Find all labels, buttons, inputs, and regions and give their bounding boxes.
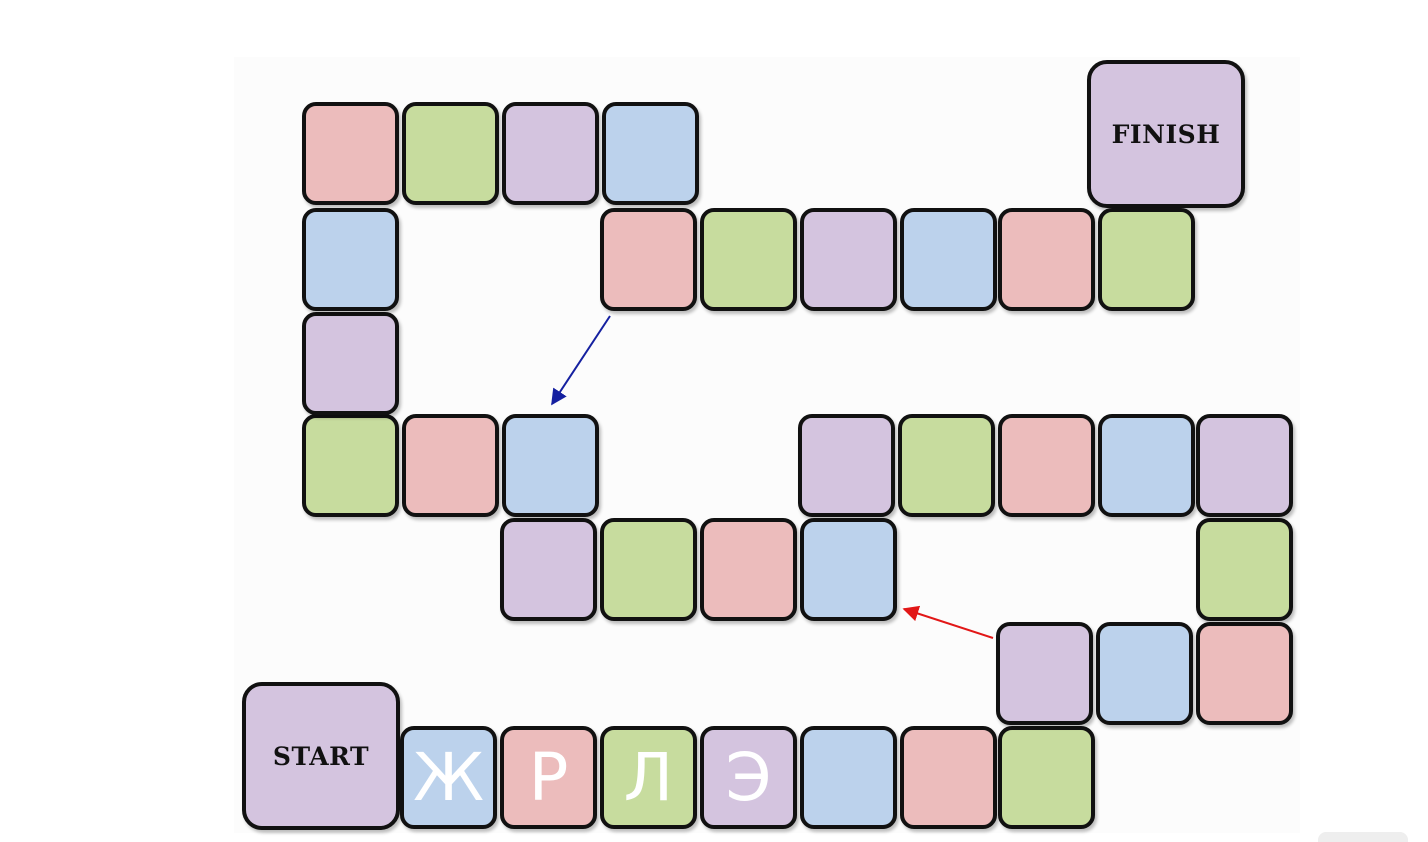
board-tile[interactable] [900,208,997,311]
board-tile[interactable] [998,726,1095,829]
finish-tile[interactable]: FINISH [1087,60,1245,208]
board-tile[interactable] [302,414,399,517]
board-tile[interactable] [998,208,1095,311]
board-tile[interactable] [600,208,697,311]
board-tile[interactable] [1196,414,1293,517]
board-tile[interactable] [996,622,1093,725]
board-tile[interactable] [700,208,797,311]
board-tile[interactable] [1098,414,1195,517]
handwritten-letter: Л [623,739,674,816]
board-tile[interactable] [302,208,399,311]
corner-fragment [1318,832,1408,842]
board-tile[interactable] [600,518,697,621]
board-tile[interactable] [302,102,399,205]
board-tile[interactable] [402,414,499,517]
board-tile[interactable] [1098,208,1195,311]
board-tile[interactable] [1096,622,1193,725]
board-tile[interactable]: Р [500,726,597,829]
board-tile[interactable] [900,726,997,829]
board-tile[interactable] [502,102,599,205]
board-tile[interactable] [800,208,897,311]
board-tile[interactable] [500,518,597,621]
start-tile[interactable]: START [242,682,400,830]
board-tile[interactable] [502,414,599,517]
board-tile[interactable] [700,518,797,621]
handwritten-letter: Р [528,739,569,816]
board-tile[interactable] [1196,622,1293,725]
board-tile[interactable] [800,726,897,829]
board-tile[interactable] [1196,518,1293,621]
board-tile[interactable]: Э [700,726,797,829]
start-label: START [272,741,370,771]
board-tile[interactable] [898,414,995,517]
board-tile[interactable]: Ж [400,726,497,829]
board-tile[interactable]: Л [600,726,697,829]
board-tile[interactable] [302,312,399,415]
board-tile[interactable] [798,414,895,517]
board-tile[interactable] [602,102,699,205]
board-tile[interactable] [800,518,897,621]
handwritten-letter: Ж [412,739,485,816]
board-tile[interactable] [402,102,499,205]
board-tile[interactable] [998,414,1095,517]
finish-label: FINISH [1111,119,1221,149]
handwritten-letter: Э [725,739,772,816]
